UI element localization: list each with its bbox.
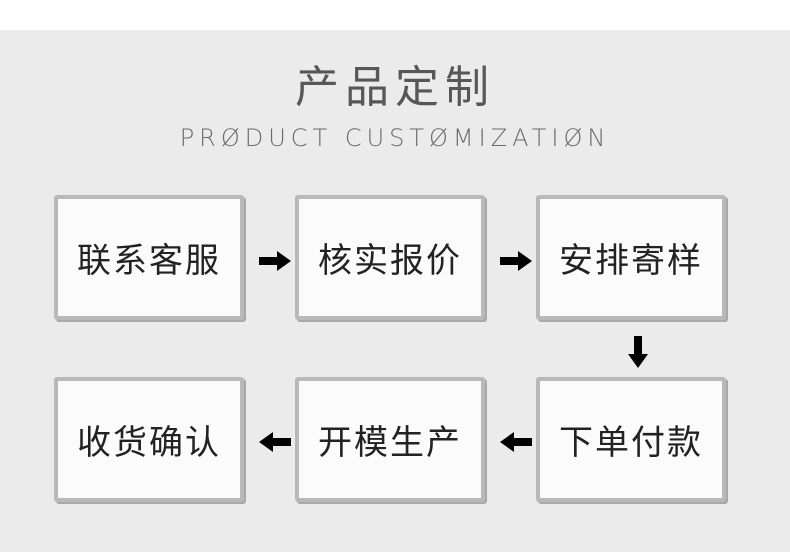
- arrow-left-icon: [259, 432, 291, 452]
- step-label: 核实报价: [318, 241, 462, 281]
- top-strip: [0, 0, 790, 30]
- step-label: 安排寄样: [559, 241, 703, 281]
- step-label: 开模生产: [318, 423, 462, 463]
- page-title: 产品定制: [295, 62, 495, 113]
- step-verify-quote: 核实报价: [295, 195, 485, 320]
- step-mold-production: 开模生产: [295, 377, 485, 502]
- step-place-order-pay: 下单付款: [536, 377, 726, 502]
- step-confirm-receipt: 收货确认: [54, 377, 244, 502]
- step-arrange-sample: 安排寄样: [536, 195, 726, 320]
- step-label: 下单付款: [559, 423, 703, 463]
- step-label: 联系客服: [77, 241, 221, 281]
- page-subtitle: PRØDUCT CUSTØMIZATIØN: [179, 124, 611, 152]
- arrow-down-icon: [628, 336, 648, 368]
- arrow-left-icon: [500, 432, 532, 452]
- arrow-right-icon: [500, 251, 532, 271]
- arrow-right-icon: [259, 251, 291, 271]
- step-label: 收货确认: [77, 423, 221, 463]
- step-contact-service: 联系客服: [54, 195, 244, 320]
